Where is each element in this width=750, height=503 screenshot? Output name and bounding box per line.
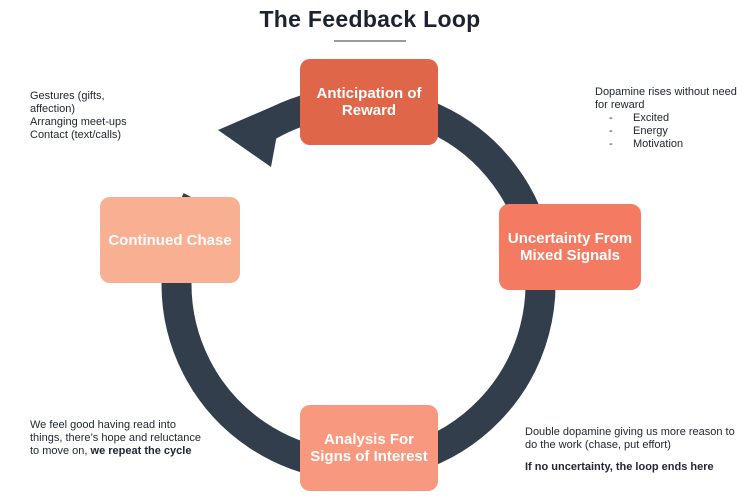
note-list-item: -Motivation — [609, 138, 684, 150]
note-list-item: -Energy — [609, 125, 668, 137]
note-line: Contact (text/calls) — [30, 129, 122, 141]
note-line: Gestures (gifts, — [30, 90, 105, 102]
page-title: The Feedback Loop — [259, 6, 481, 32]
node-anticipation-of-reward: Anticipation of Reward — [300, 59, 438, 145]
node-continued-chase: Continued Chase — [100, 197, 240, 283]
note-chase-behaviours: Gestures (gifts, affection) Arranging me… — [30, 90, 230, 142]
note-dopamine-rises: Dopamine rises without need for reward -… — [595, 86, 745, 151]
note-text: Double dopamine giving us more reason to… — [525, 426, 735, 451]
note-line: affection) — [30, 103, 76, 115]
loop-arrowhead — [218, 102, 283, 167]
note-list-item: -Excited — [609, 112, 670, 124]
note-repeat-cycle: We feel good having read into things, th… — [30, 419, 205, 458]
note-intro: Dopamine rises without need for reward — [595, 86, 737, 111]
note-emphasis: we repeat the cycle — [90, 445, 192, 457]
note-text: We feel good having read into things, th… — [30, 419, 202, 457]
note-emphasis: If no uncertainty, the loop ends here — [525, 461, 714, 473]
title-underline — [334, 40, 406, 42]
node-uncertainty-from-mixed-signals: Uncertainty From Mixed Signals — [499, 204, 641, 290]
note-line: Arranging meet-ups — [30, 116, 127, 128]
note-double-dopamine: Double dopamine giving us more reason to… — [525, 426, 745, 474]
node-analysis-for-signs-of-interest: Analysis For Signs of Interest — [300, 405, 438, 491]
